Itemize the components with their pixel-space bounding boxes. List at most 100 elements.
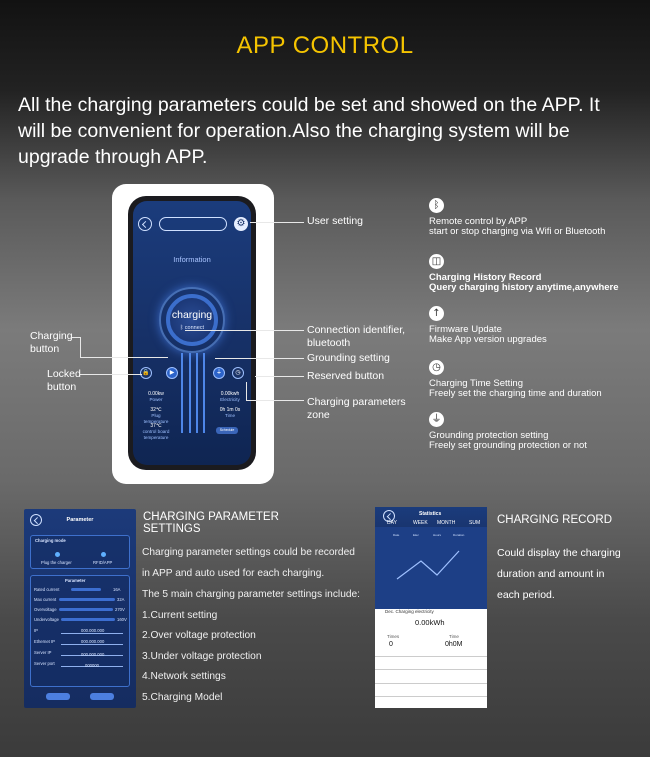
- callout-connection: Connection identifier, bluetooth: [307, 324, 406, 349]
- overvoltage-slider[interactable]: [59, 608, 113, 611]
- tab-sum[interactable]: SUM: [469, 520, 481, 526]
- history-icon: ◫: [429, 254, 444, 269]
- connect-label: connect: [184, 325, 205, 331]
- grounding-button[interactable]: ⏚: [213, 367, 225, 379]
- phone-screen: ⚙ Information charging ᛒ connect 🔒 ▶ ⏚ ◷…: [133, 201, 251, 465]
- charging-ring[interactable]: [166, 294, 218, 346]
- param-item: 5.Charging Model: [142, 692, 223, 703]
- information-label: Information: [173, 255, 211, 264]
- flow-line: [181, 353, 183, 433]
- param-item: 1.Current setting: [142, 610, 218, 621]
- feature-remote-control: ᛒ Remote control by APP start or stop ch…: [429, 198, 606, 237]
- save-button[interactable]: [90, 693, 114, 700]
- record-section-line: each period.: [497, 589, 555, 601]
- list-divider: [375, 669, 487, 670]
- electricity-label: Dec. Charging electricity: [385, 609, 434, 614]
- statistics-screenshot: Statistics DAY WEEK MONTH SUM Date Elec …: [375, 507, 487, 708]
- callout-line: [246, 400, 304, 401]
- gear-icon[interactable]: ⚙: [234, 217, 248, 231]
- time-value: 0h0M: [445, 641, 463, 648]
- flow-line: [203, 353, 205, 433]
- time-label: Time: [449, 634, 459, 639]
- clock-icon: ◷: [429, 360, 444, 375]
- callout-charging-button: Charging button: [30, 330, 73, 355]
- record-section-line: duration and amount in: [497, 568, 605, 580]
- tab-week[interactable]: WEEK: [413, 520, 428, 526]
- feature-history-record: ◫ Charging History Record Query charging…: [429, 254, 619, 293]
- reserved-button[interactable]: ◷: [232, 367, 244, 379]
- charging-status: charging: [171, 309, 213, 321]
- mode-option-rfid-radio[interactable]: [101, 552, 106, 557]
- record-section-line: Could display the charging: [497, 547, 621, 559]
- undervoltage-slider[interactable]: [61, 618, 115, 621]
- callout-line: [255, 376, 304, 377]
- tab-day[interactable]: DAY: [387, 520, 397, 526]
- schedule-button[interactable]: Schedule: [216, 427, 238, 434]
- page-title: APP CONTROL: [236, 32, 414, 59]
- list-divider: [375, 683, 487, 684]
- flow-line: [196, 353, 198, 433]
- callout-line: [72, 337, 80, 338]
- server-port-field[interactable]: [61, 666, 123, 667]
- server-ip-field[interactable]: [61, 655, 123, 656]
- trend-line: [396, 550, 460, 580]
- list-divider: [375, 696, 487, 697]
- callout-line: [80, 337, 81, 357]
- back-icon[interactable]: [383, 510, 395, 522]
- param-section-title: CHARGING PARAMETER SETTINGS: [143, 511, 279, 535]
- bluetooth-icon: ᛒ: [429, 198, 444, 213]
- charging-mode-box: Charging mode Plug the charger RFID/APP: [30, 535, 130, 569]
- callout-locked-button: Locked button: [47, 368, 81, 393]
- record-section-title: CHARGING RECORD: [497, 514, 613, 526]
- param-section-line: The 5 main charging parameter settings i…: [142, 589, 361, 600]
- electricity-value: 0.00kWh: [415, 618, 445, 627]
- callout-grounding: Grounding setting: [307, 352, 390, 364]
- intro-text: All the charging parameters could be set…: [18, 94, 600, 168]
- parameter-box: Parameter Rated current 16A Max current …: [30, 575, 130, 687]
- phone-mockup: ⚙ Information charging ᛒ connect 🔒 ▶ ⏚ ◷…: [128, 196, 256, 470]
- ethernet-ip-field[interactable]: [61, 644, 123, 645]
- rated-current-slider[interactable]: [71, 588, 101, 591]
- times-label: Times: [387, 634, 400, 639]
- mode-option-plug-radio[interactable]: [55, 552, 60, 557]
- callout-line: [250, 222, 304, 223]
- parameter-title: Parameter: [66, 517, 94, 523]
- list-divider: [375, 656, 487, 657]
- param-item: 3.Under voltage protection: [142, 651, 262, 662]
- charging-button[interactable]: ▶: [166, 367, 178, 379]
- flow-line: [189, 353, 191, 433]
- param-section-line: Charging parameter settings could be rec…: [142, 547, 355, 558]
- bluetooth-icon: ᛒ: [179, 325, 185, 331]
- connection-identifier: ᛒ connect: [133, 325, 251, 331]
- grounding-icon: ⏚: [429, 412, 444, 427]
- header-pill: [159, 217, 227, 231]
- back-icon[interactable]: [30, 514, 42, 526]
- feature-time-setting: ◷ Charging Time Setting Freely set the c…: [429, 360, 602, 399]
- feature-firmware-update: ↑ Firmware Update Make App version upgra…: [429, 306, 547, 345]
- callout-user-setting: User setting: [307, 215, 364, 227]
- param-section-line: in APP and auto used for each charging.: [142, 568, 325, 579]
- feature-grounding-protection: ⏚ Grounding protection setting Freely se…: [429, 412, 587, 451]
- callout-reserved: Reserved button: [307, 370, 385, 382]
- times-value: 0: [389, 641, 393, 648]
- locked-button[interactable]: 🔒: [140, 367, 152, 379]
- callout-line: [185, 330, 304, 331]
- cancel-button[interactable]: [46, 693, 70, 700]
- callout-params-zone: Charging parameters zone: [307, 396, 406, 421]
- statistics-chart: Date Elec Hours Duration: [375, 527, 487, 609]
- callout-line: [246, 382, 247, 400]
- param-item: 4.Network settings: [142, 671, 226, 682]
- back-icon[interactable]: [138, 217, 152, 231]
- ip-field[interactable]: [61, 633, 123, 634]
- max-current-slider[interactable]: [59, 598, 115, 601]
- param-item: 2.Over voltage protection: [142, 630, 256, 641]
- parameter-screenshot: Parameter Charging mode Plug the charger…: [24, 509, 136, 708]
- upload-icon: ↑: [429, 306, 444, 321]
- callout-line: [80, 374, 142, 375]
- charging-ring-outer: [159, 287, 225, 353]
- tab-month[interactable]: MONTH: [437, 520, 456, 526]
